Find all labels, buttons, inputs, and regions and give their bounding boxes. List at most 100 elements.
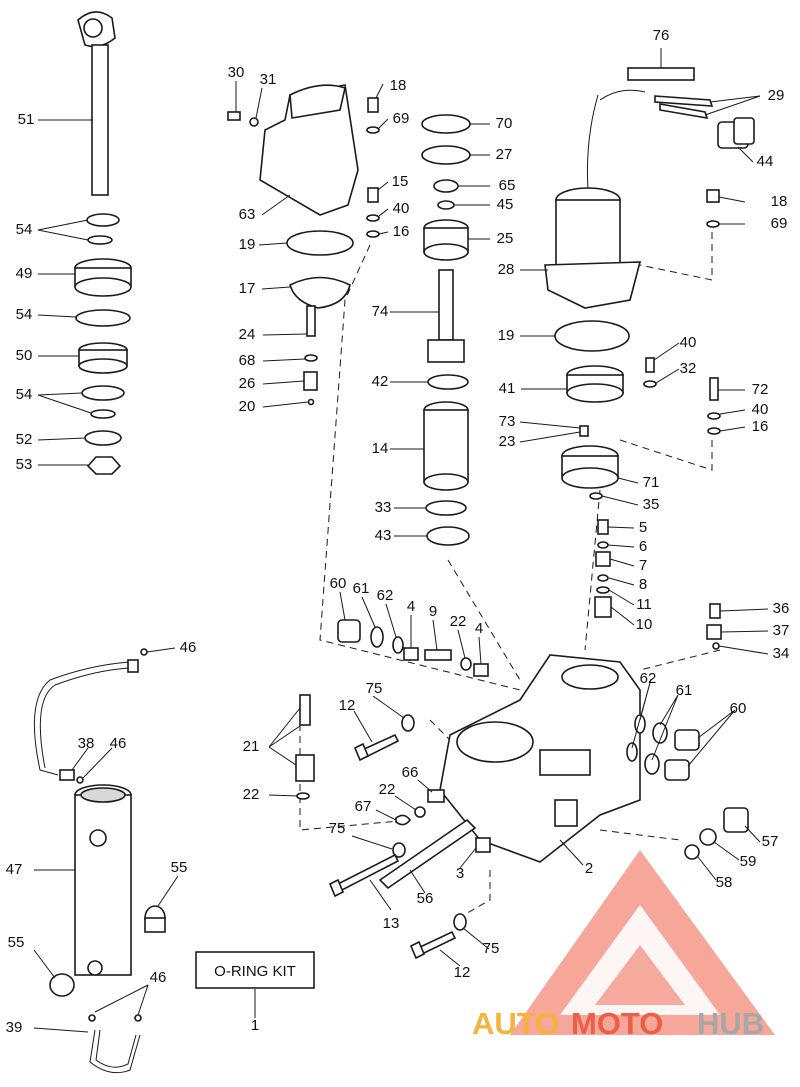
callout-65: 65 xyxy=(499,177,516,194)
callout-46: 46 xyxy=(150,969,167,986)
callout-29: 29 xyxy=(768,87,785,104)
callout-69: 69 xyxy=(771,215,788,232)
part-74-shaft xyxy=(427,269,465,363)
callout-12: 12 xyxy=(454,964,471,981)
callout-40: 40 xyxy=(752,401,769,418)
callout-36: 36 xyxy=(773,600,790,617)
callout-54: 54 xyxy=(16,386,33,403)
callout-42: 42 xyxy=(372,373,389,390)
callout-15: 15 xyxy=(392,173,409,190)
callout-66: 66 xyxy=(402,764,419,781)
callout-9: 9 xyxy=(429,603,437,620)
callout-58: 58 xyxy=(716,874,733,891)
callout-73: 73 xyxy=(499,413,516,430)
callout-75: 75 xyxy=(366,680,383,697)
part-53-nut xyxy=(86,456,122,475)
callout-6: 6 xyxy=(639,538,647,555)
part-51-piston-rod xyxy=(77,11,116,196)
watermark-moto: MOTO xyxy=(571,1006,663,1041)
callout-53: 53 xyxy=(16,456,33,473)
callout-61: 61 xyxy=(353,580,370,597)
callout-22: 22 xyxy=(243,786,260,803)
callout-35: 35 xyxy=(643,496,660,513)
callout-1: 1 xyxy=(251,1017,259,1034)
callout-22: 22 xyxy=(379,781,396,798)
callout-75: 75 xyxy=(329,820,346,837)
kit-box-frame xyxy=(195,951,315,989)
part-44-connector xyxy=(717,117,755,149)
part-27-oring xyxy=(421,145,471,165)
callout-32: 32 xyxy=(680,360,697,377)
callout-14: 14 xyxy=(372,440,389,457)
callout-57: 57 xyxy=(762,833,779,850)
callout-74: 74 xyxy=(372,303,389,320)
callout-76: 76 xyxy=(653,27,670,44)
callout-70: 70 xyxy=(496,115,513,132)
callout-13: 13 xyxy=(383,915,400,932)
part-14-cylinder-sleeve xyxy=(423,401,469,491)
callout-4: 4 xyxy=(475,620,483,637)
callout-62: 62 xyxy=(377,587,394,604)
alignment-lines xyxy=(299,220,721,921)
part-55-bushing xyxy=(144,905,166,933)
callout-56: 56 xyxy=(417,890,434,907)
callout-24: 24 xyxy=(239,326,256,343)
callout-23: 23 xyxy=(499,433,516,450)
callout-40: 40 xyxy=(393,200,410,217)
callout-40: 40 xyxy=(680,334,697,351)
callout-61: 61 xyxy=(676,682,693,699)
callout-18: 18 xyxy=(771,193,788,210)
callout-75: 75 xyxy=(483,940,500,957)
callout-31: 31 xyxy=(260,71,277,88)
callout-41: 41 xyxy=(499,380,516,397)
part-47-trim-cylinder xyxy=(74,784,132,976)
callout-63: 63 xyxy=(239,206,256,223)
callout-67: 67 xyxy=(355,798,372,815)
callout-52: 52 xyxy=(16,431,33,448)
callout-59: 59 xyxy=(740,853,757,870)
callout-54: 54 xyxy=(16,306,33,323)
callout-34: 34 xyxy=(773,645,790,662)
callout-12: 12 xyxy=(339,697,356,714)
part-54-seal xyxy=(86,213,120,227)
part-32-pump xyxy=(566,365,624,403)
callout-38: 38 xyxy=(78,735,95,752)
callout-54: 54 xyxy=(16,221,33,238)
callout-19: 19 xyxy=(239,236,256,253)
callout-25: 25 xyxy=(497,230,514,247)
part-50-piston xyxy=(78,342,128,374)
part-49-end-cap xyxy=(74,258,132,297)
part-2-manifold xyxy=(439,654,641,863)
callout-43: 43 xyxy=(375,527,392,544)
callout-5: 5 xyxy=(639,519,647,536)
part-76 xyxy=(627,67,695,81)
callout-18: 18 xyxy=(390,77,407,94)
callout-3: 3 xyxy=(456,865,464,882)
callout-51: 51 xyxy=(18,111,35,128)
watermark-auto: AUTO xyxy=(472,1006,559,1041)
leader-lines xyxy=(33,48,769,1033)
part-71-pump-base xyxy=(561,445,619,489)
callout-16: 16 xyxy=(393,223,410,240)
callout-26: 26 xyxy=(239,375,256,392)
callout-55: 55 xyxy=(171,859,188,876)
callout-27: 27 xyxy=(496,146,513,163)
callout-44: 44 xyxy=(757,153,774,170)
callout-49: 49 xyxy=(16,265,33,282)
part-52-washer xyxy=(84,430,122,446)
callout-10: 10 xyxy=(636,616,653,633)
part-17-plate xyxy=(289,276,351,309)
callout-47: 47 xyxy=(6,861,23,878)
callout-68: 68 xyxy=(239,352,256,369)
callout-60: 60 xyxy=(330,575,347,592)
callout-7: 7 xyxy=(639,557,647,574)
callout-30: 30 xyxy=(228,64,245,81)
kit-label: O-RING KIT xyxy=(214,963,296,980)
callout-19: 19 xyxy=(498,327,515,344)
callout-4: 4 xyxy=(407,598,415,615)
callout-62: 62 xyxy=(640,670,657,687)
callout-39: 39 xyxy=(6,1019,23,1036)
part-70-oring xyxy=(421,114,471,134)
callout-37: 37 xyxy=(773,622,790,639)
